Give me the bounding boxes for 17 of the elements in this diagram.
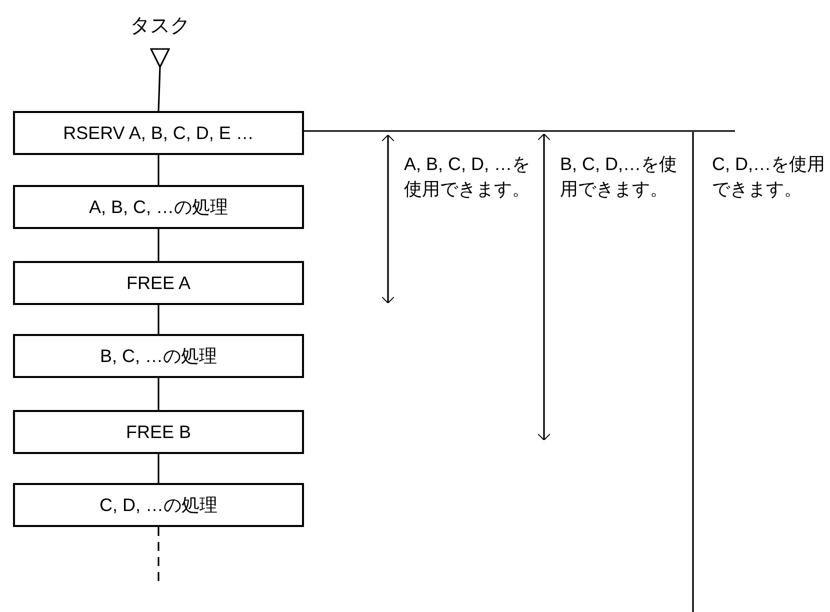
process-box: A, B, C, …の処理 — [13, 185, 304, 229]
connector — [158, 155, 160, 185]
process-box: B, C, …の処理 — [13, 334, 304, 378]
connector — [304, 130, 735, 132]
process-box: FREE A — [13, 261, 304, 305]
task-label: タスク — [130, 14, 190, 39]
range-note: B, C, D,…を使用できます。 — [560, 153, 678, 201]
range-note: A, B, C, D, …を使用できます。 — [404, 153, 532, 201]
process-box: FREE B — [13, 410, 304, 454]
connector — [158, 66, 161, 112]
process-box: C, D, …の処理 — [13, 483, 304, 527]
connector — [158, 305, 160, 334]
connector — [158, 378, 160, 410]
range-note: C, D,…を使用できます。 — [712, 153, 826, 201]
connector — [158, 454, 160, 483]
connector — [158, 229, 160, 261]
process-box: RSERV A, B, C, D, E … — [13, 111, 304, 155]
